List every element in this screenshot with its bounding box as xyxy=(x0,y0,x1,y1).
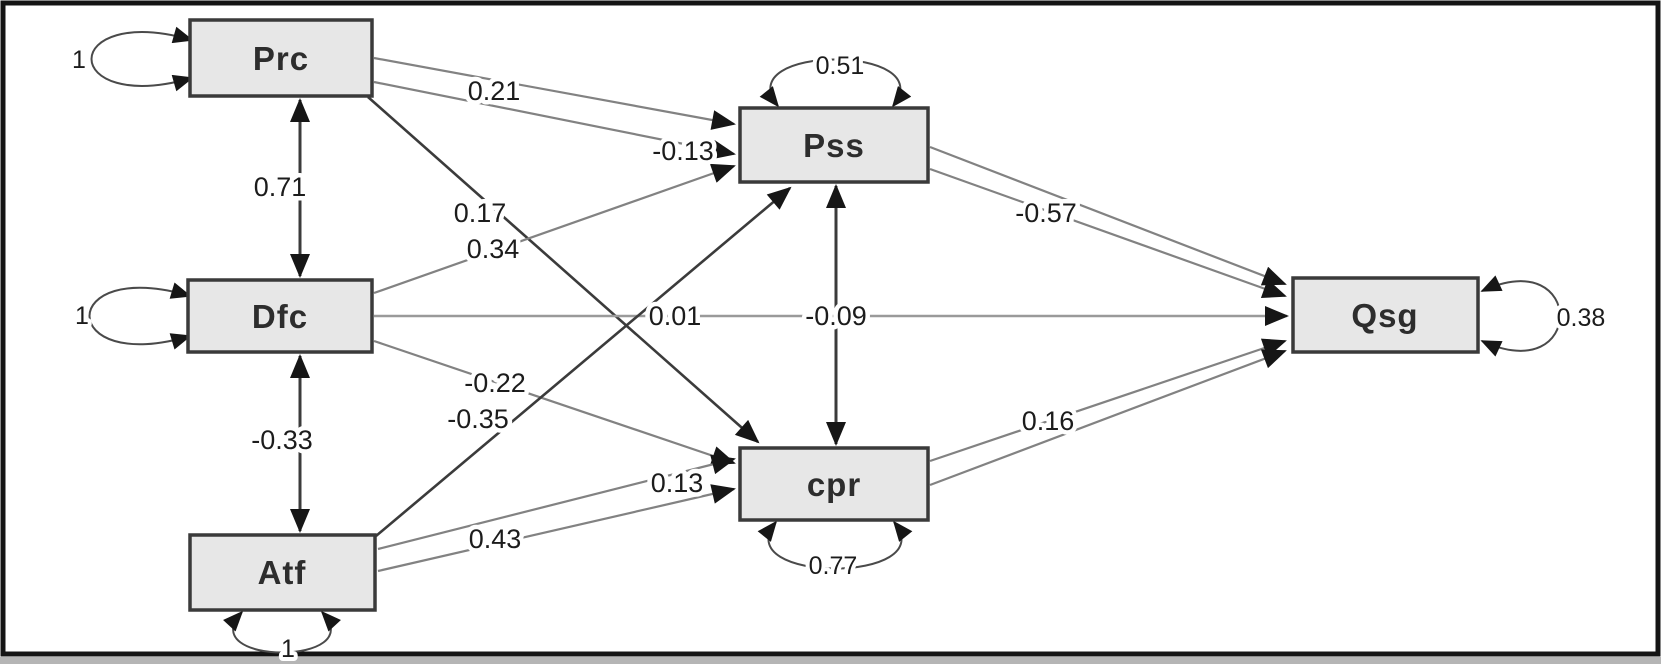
node-prc: Prc xyxy=(188,18,374,98)
edge-pss-qsg-a xyxy=(929,145,1287,286)
node-atf-label: Atf xyxy=(258,554,307,591)
node-dfc: Dfc xyxy=(186,278,374,354)
self-loop-prc xyxy=(90,26,194,92)
self-loop-pss xyxy=(759,58,912,108)
edge-dfc-pss xyxy=(373,163,736,295)
edge-atf-pss xyxy=(375,186,792,537)
node-prc-label: Prc xyxy=(253,40,309,77)
variance-label-dfc: 1 xyxy=(75,302,89,330)
edge-cpr-qsg-a xyxy=(929,338,1287,463)
bottom-strip xyxy=(0,657,1661,664)
variance-label-cpr: 0.77 xyxy=(809,552,858,580)
node-pss-label: Pss xyxy=(803,127,865,164)
node-qsg-label: Qsg xyxy=(1351,297,1418,334)
edge-prc-pss-b xyxy=(373,80,736,160)
node-dfc-label: Dfc xyxy=(252,298,308,335)
edge-prc-pss-a xyxy=(373,56,736,130)
edge-label-pss-qsg: -0.57 xyxy=(1015,198,1077,228)
edge-atf-cpr-a xyxy=(377,454,736,551)
node-pss: Pss xyxy=(738,106,930,184)
edge-label-prc-cpr: 0.17 xyxy=(454,198,507,228)
edge-label-dfc-cpr: -0.22 xyxy=(464,368,526,398)
node-cpr-label: cpr xyxy=(807,466,861,503)
node-cpr: cpr xyxy=(738,446,930,522)
variance-label-prc: 1 xyxy=(72,46,86,74)
edge-label-atf-cpr-a: 0.13 xyxy=(651,468,704,498)
self-loop-dfc xyxy=(88,282,192,350)
edge-label-dfc-pss: 0.34 xyxy=(467,234,520,264)
self-loop-cpr xyxy=(757,520,913,570)
edge-atf-cpr-b xyxy=(377,484,736,573)
edge-label-atf-pss: -0.35 xyxy=(447,404,509,434)
variance-label-atf: 1 xyxy=(281,635,295,663)
edge-label-prc-dfc: 0.71 xyxy=(254,172,307,202)
edge-label-pss-cpr: -0.09 xyxy=(805,301,867,331)
edge-label-dfc-atf: -0.33 xyxy=(251,425,313,455)
edge-label-atf-cpr-b: 0.43 xyxy=(469,524,522,554)
edge-dfc-cpr xyxy=(373,339,736,466)
edge-prc-cpr xyxy=(367,96,760,444)
self-loop-qsg xyxy=(1480,275,1561,357)
self-loop-atf xyxy=(223,610,341,654)
edge-label-cpr-qsg: 0.16 xyxy=(1022,406,1075,436)
edge-label-dfc-qsg: 0.01 xyxy=(649,301,702,331)
variance-label-pss: 0.51 xyxy=(816,52,865,80)
variance-label-qsg: 0.38 xyxy=(1557,304,1606,332)
node-atf: Atf xyxy=(188,533,377,612)
edge-label-prc-pss-a: 0.21 xyxy=(468,76,521,106)
edge-label-prc-pss-b: -0.13 xyxy=(652,136,714,166)
edge-pss-qsg-b xyxy=(929,167,1287,299)
edge-cpr-qsg-b xyxy=(929,349,1287,487)
node-qsg: Qsg xyxy=(1291,276,1480,354)
